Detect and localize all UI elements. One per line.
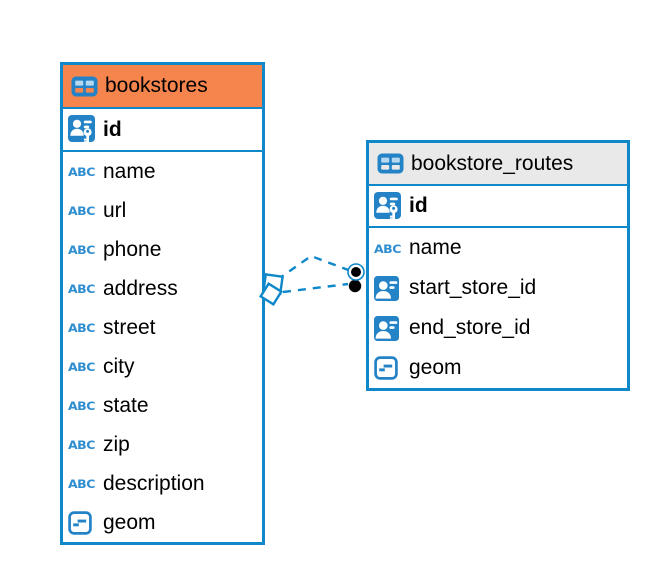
column-name: phone	[103, 237, 162, 261]
column-row-name[interactable]: ABC name	[369, 228, 627, 268]
column-name: geom	[103, 510, 156, 534]
table-header[interactable]: bookstore_routes	[369, 143, 627, 186]
column-row-end_store_id[interactable]: end_store_id	[369, 308, 627, 348]
foreign-key-icon	[374, 315, 409, 341]
column-row-geom[interactable]: geom	[63, 503, 262, 542]
column-name: name	[103, 159, 156, 183]
text-type-icon: ABC	[68, 203, 95, 218]
text-type-icon: ABC	[68, 437, 95, 452]
primary-key-icon	[374, 191, 409, 221]
column-name: url	[103, 198, 127, 222]
column-name: street	[103, 315, 156, 339]
column-row-street[interactable]: ABC street	[63, 308, 262, 347]
column-name: start_store_id	[409, 276, 537, 299]
column-row-city[interactable]: ABC city	[63, 347, 262, 386]
entity-table-bookstore_routes[interactable]: bookstore_routes id ABC name start_store…	[366, 140, 630, 391]
primary-key-row[interactable]: id	[63, 109, 262, 152]
table-title: bookstore_routes	[411, 151, 574, 175]
table-body: ABC name start_store_id end_store_id geo…	[369, 228, 627, 388]
column-row-state[interactable]: ABC state	[63, 386, 262, 425]
primary-key-row[interactable]: id	[369, 186, 627, 228]
column-name: zip	[103, 432, 130, 456]
fk-target-dot-marker	[351, 267, 361, 277]
column-name: address	[103, 276, 178, 300]
fk-dashed-line[interactable]	[276, 254, 352, 281]
table-body: ABC name ABC url ABC phone ABC address A…	[63, 152, 262, 542]
primary-key-icon	[68, 115, 103, 144]
entity-table-bookstores[interactable]: bookstores id ABC name ABC url ABC phone…	[60, 62, 265, 545]
fk-dashed-line[interactable]	[282, 282, 349, 294]
fk-target-dot-ring	[347, 263, 365, 281]
column-row-geom[interactable]: geom	[369, 348, 627, 388]
foreign-key-icon	[374, 275, 409, 301]
table-header[interactable]: bookstores	[63, 65, 262, 109]
table-icon	[71, 76, 105, 97]
text-type-icon: ABC	[68, 476, 95, 491]
column-name: name	[409, 236, 462, 259]
table-title: bookstores	[105, 74, 208, 97]
column-name: end_store_id	[409, 316, 531, 339]
column-name: id	[103, 117, 122, 141]
text-type-icon: ABC	[68, 359, 95, 374]
column-name: city	[103, 354, 135, 378]
column-name: id	[409, 194, 428, 217]
column-row-zip[interactable]: ABC zip	[63, 425, 262, 464]
text-type-icon: ABC	[374, 240, 401, 256]
column-row-phone[interactable]: ABC phone	[63, 230, 262, 269]
fk-target-dot-marker	[348, 279, 362, 293]
column-row-description[interactable]: ABC description	[63, 464, 262, 503]
text-type-icon: ABC	[68, 242, 95, 257]
geometry-type-icon	[374, 356, 409, 380]
column-name: description	[103, 471, 205, 495]
column-row-url[interactable]: ABC url	[63, 191, 262, 230]
text-type-icon: ABC	[68, 281, 95, 296]
text-type-icon: ABC	[68, 398, 95, 413]
column-row-start_store_id[interactable]: start_store_id	[369, 268, 627, 308]
column-name: geom	[409, 356, 462, 379]
column-name: state	[103, 393, 149, 417]
column-row-address[interactable]: ABC address	[63, 269, 262, 308]
geometry-type-icon	[68, 510, 103, 535]
fk-source-square-marker	[262, 273, 284, 295]
text-type-icon: ABC	[68, 164, 95, 179]
text-type-icon: ABC	[68, 320, 95, 335]
column-row-name[interactable]: ABC name	[63, 152, 262, 191]
table-icon	[377, 153, 411, 174]
